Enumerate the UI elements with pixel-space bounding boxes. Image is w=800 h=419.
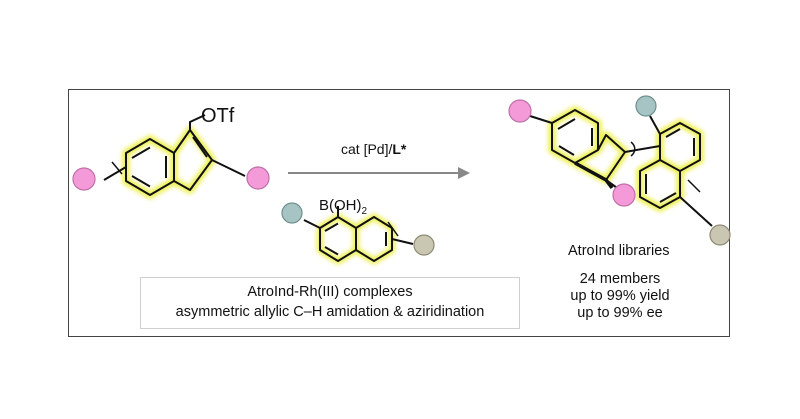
pink-substituent-marker [246,166,270,190]
naphthylboronic-acid-structure [281,202,435,265]
library-title: AtroInd libraries [568,243,670,259]
library-members: 24 members [579,271,661,287]
reaction-conditions: cat [Pd]/L* [341,141,406,157]
indenyl-triflate-structure [72,114,270,199]
reaction-arrow [288,167,470,179]
catalyst-label: cat [Pd]/ [341,141,393,157]
application-note-box: AtroInd-Rh(III) complexes asymmetric all… [140,277,520,329]
library-stats: 24 members up to 99% yield up to 99% ee [555,271,685,322]
pink-substituent-marker [612,183,636,207]
teal-substituent-marker [635,95,657,117]
otf-label: OTf [201,105,235,127]
atroind-product-structure [508,95,731,246]
application-line-1: AtroInd-Rh(III) complexes [247,284,413,300]
library-yield: up to 99% yield [570,288,670,304]
pink-substituent-marker [508,99,532,123]
application-line-2: asymmetric allylic C–H amidation & aziri… [175,304,485,320]
gray-substituent-marker [413,234,435,256]
teal-substituent-marker [281,202,303,224]
gray-substituent-marker [709,224,731,246]
boronic-acid-label: B(OH)2 [319,197,368,217]
pink-substituent-marker [72,167,96,191]
library-ee: up to 99% ee [577,305,663,321]
scheme-frame [68,89,730,337]
ligand-label: L* [392,141,407,157]
